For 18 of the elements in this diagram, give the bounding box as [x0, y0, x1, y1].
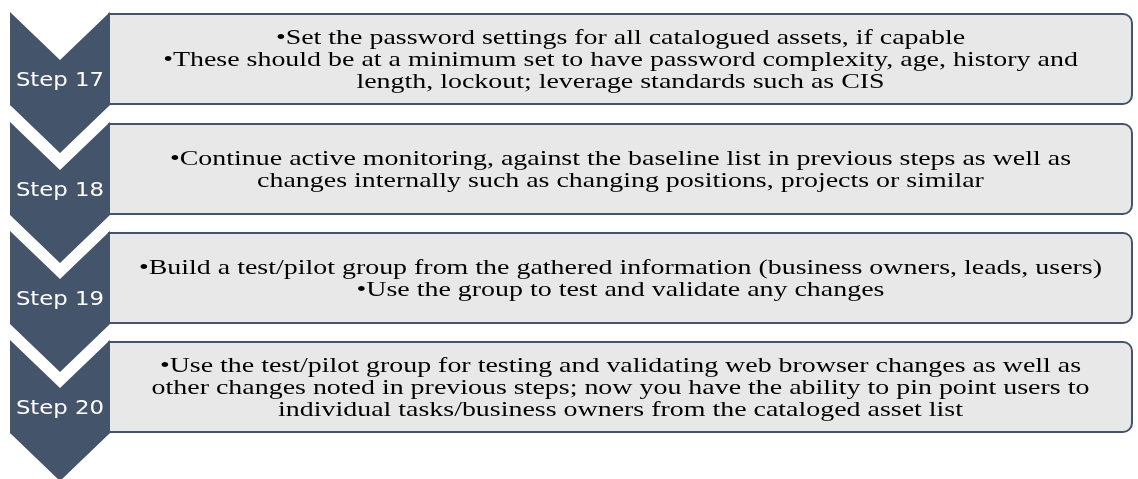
step-label: Step 20 — [14, 396, 106, 418]
step-banner — [10, 12, 110, 153]
bullet-text: •Use the test/pilot group for testing and validating web browser changes as well as other changes noted in previous steps; now you have the ability to pin point users to individual tasks/business owners from the cataloged asset list — [150, 354, 1091, 420]
step-banner — [10, 122, 110, 263]
step-description-box — [108, 341, 1133, 433]
bullet-text: •Continue active monitoring, against the baseline list in previous steps as well as changes internally such as changing positions, projects or similar — [168, 147, 1072, 191]
step-label: Step 17 — [14, 68, 106, 90]
step-banner — [10, 340, 110, 479]
step-banner — [10, 231, 110, 372]
bullet-text: •These should be at a minimum set to have password complexity, age, history and length, lockout; leverage standards such as CIS — [162, 48, 1079, 92]
step-description-box — [108, 13, 1133, 105]
step-description-box — [108, 123, 1133, 215]
bullet-text: •Build a test/pilot group from the gathered information (business owners, leads, users) — [138, 256, 1103, 278]
step-label: Step 18 — [14, 178, 106, 200]
bullet-text: •Use the group to test and validate any changes — [356, 278, 885, 300]
step-description-box — [108, 232, 1133, 324]
step-label: Step 19 — [14, 287, 106, 309]
bullet-text: •Set the password settings for all catalogued assets, if capable — [274, 26, 967, 48]
